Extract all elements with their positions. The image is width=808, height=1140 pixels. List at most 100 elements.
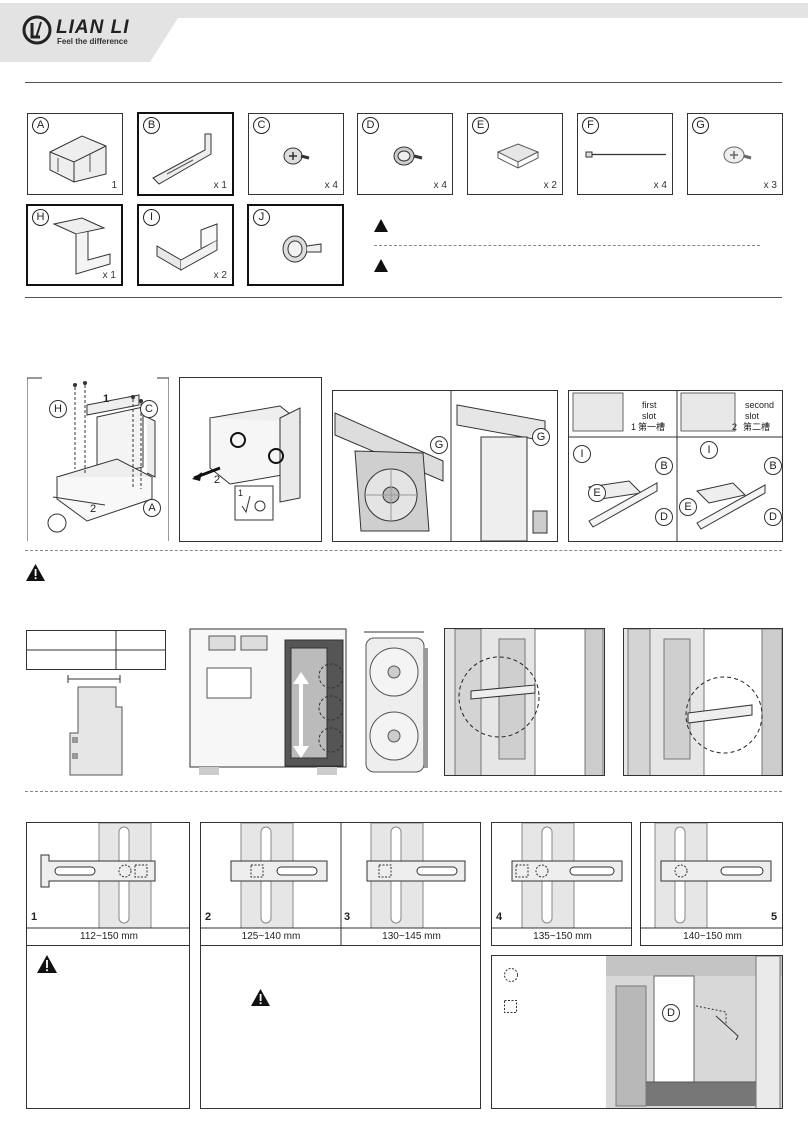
callout-g: G — [430, 436, 448, 454]
position-panel-4: 4 135~150 mm — [491, 822, 632, 946]
part-qty: x 3 — [763, 180, 777, 191]
compatibility-table — [26, 630, 166, 670]
first-slot-label: slot — [642, 411, 657, 421]
position-number: 5 — [771, 911, 778, 923]
position-panel-5: 5 140~150 mm — [640, 822, 783, 946]
gpu-front-view — [364, 631, 428, 773]
bracket-position-illustration — [201, 823, 480, 945]
dashed-square-icon — [504, 1000, 517, 1013]
callout-e: E — [679, 498, 697, 516]
part-letter: G — [692, 117, 709, 134]
position-range: 112~150 mm — [80, 931, 138, 942]
warning-triangle-icon — [374, 259, 388, 272]
exploded-assembly-illustration — [27, 377, 169, 541]
part-qty: x 1 — [102, 270, 116, 281]
step-arrow-label: 2 — [90, 503, 97, 515]
part-card-h: H x 1 — [26, 204, 123, 286]
callout-c: C — [140, 400, 158, 418]
warning-icon — [251, 989, 270, 1006]
part-card-d: D x 4 — [357, 113, 453, 195]
callout-a: A — [143, 499, 161, 517]
part-qty: x 4 — [324, 180, 338, 191]
case-mounting-illustration — [606, 956, 782, 1108]
divider — [25, 82, 782, 83]
second-slot-number: 2 — [732, 422, 738, 432]
part-card-j: J — [247, 204, 344, 286]
part-qty: 1 — [111, 180, 117, 191]
position-panel-1: 1 112~150 mm — [26, 822, 190, 946]
part-qty: x 2 — [213, 270, 227, 281]
part-letter: H — [32, 209, 49, 226]
part-qty: x 1 — [213, 180, 227, 191]
section-divider — [25, 791, 782, 792]
bracket-position-illustration — [641, 823, 782, 929]
gpu-install-panel: G G — [332, 390, 558, 542]
slide-in-illustration — [192, 405, 302, 521]
position-number: 2 — [205, 911, 212, 923]
sub-step-label: 1 — [238, 488, 244, 498]
part-qty: x 4 — [653, 180, 667, 191]
part-letter: F — [582, 117, 599, 134]
slot-selection-panel: first slot 1 第一槽 second slot 2 第二槽 I B E… — [568, 390, 783, 542]
warning-triangle-icon — [374, 219, 388, 232]
screw-g-icon — [723, 146, 752, 164]
dashed-circle-icon — [504, 968, 518, 982]
part-card-f: F x 4 — [577, 113, 673, 195]
bracket-position-illustration — [492, 823, 631, 929]
warning-icon — [26, 564, 45, 581]
position-range: 140~150 mm — [683, 931, 742, 942]
case-interior-illustration — [454, 629, 604, 775]
part-card-b: B x 1 — [137, 112, 234, 196]
callout-b: B — [764, 457, 782, 475]
mounting-detail-panel: D — [491, 955, 783, 1109]
callout-g: G — [532, 428, 550, 446]
second-slot-label: second — [745, 400, 775, 410]
position-range: 135~150 mm — [533, 931, 592, 942]
position-range: 130~145 mm — [382, 931, 441, 942]
part-letter: C — [253, 117, 270, 134]
bracket-position-illustration — [27, 823, 189, 929]
part-qty: x 2 — [543, 180, 557, 191]
warning-box-left — [26, 945, 190, 1109]
assembly-step-1-panel: 1 2 H C A — [27, 377, 169, 542]
position-panel-2-3: 2 3 125~140 mm 130~145 mm — [200, 822, 481, 946]
first-slot-label: first — [642, 400, 657, 410]
position-number: 4 — [496, 911, 503, 923]
pad-icon — [496, 143, 540, 169]
position-number: 1 — [31, 911, 38, 923]
part-letter: B — [143, 117, 160, 134]
part-card-i: I x 2 — [137, 204, 234, 286]
gpu-install-illustration — [334, 391, 548, 541]
callout-d: D — [764, 508, 782, 526]
callout-d: D — [662, 1004, 680, 1022]
first-slot-label-zh: 第一槽 — [638, 422, 666, 432]
callout-i: I — [573, 445, 591, 463]
lian-li-logo-icon — [22, 15, 52, 45]
part-card-a: A 1 — [27, 113, 123, 195]
callout-i: I — [700, 441, 718, 459]
warning-icon — [37, 955, 57, 973]
part-qty: x 4 — [433, 180, 447, 191]
step-number: 1 — [103, 393, 110, 405]
part-letter: J — [253, 209, 270, 226]
part-card-c: C x 4 — [248, 113, 344, 195]
bracket-position-view-2 — [623, 628, 783, 776]
case-interior-illustration — [627, 629, 782, 775]
gpu-height-diagram — [67, 675, 123, 776]
second-slot-label-zh: 第二槽 — [743, 422, 771, 432]
bracket-frame-icon — [49, 135, 107, 183]
brand-name: LIAN LI — [56, 17, 130, 38]
screw-d-icon — [393, 146, 423, 166]
warning-box-middle — [200, 945, 481, 1109]
part-card-g: G x 3 — [687, 113, 783, 195]
long-bracket-icon — [152, 133, 212, 185]
cable-tie-icon — [585, 151, 666, 158]
note-divider — [374, 245, 760, 246]
callout-d: D — [655, 508, 673, 526]
second-slot-label: slot — [745, 411, 760, 421]
divider — [25, 297, 782, 298]
position-number: 3 — [344, 911, 351, 923]
part-card-e: E x 2 — [467, 113, 563, 195]
callout-e: E — [588, 484, 606, 502]
header-band — [0, 0, 808, 62]
